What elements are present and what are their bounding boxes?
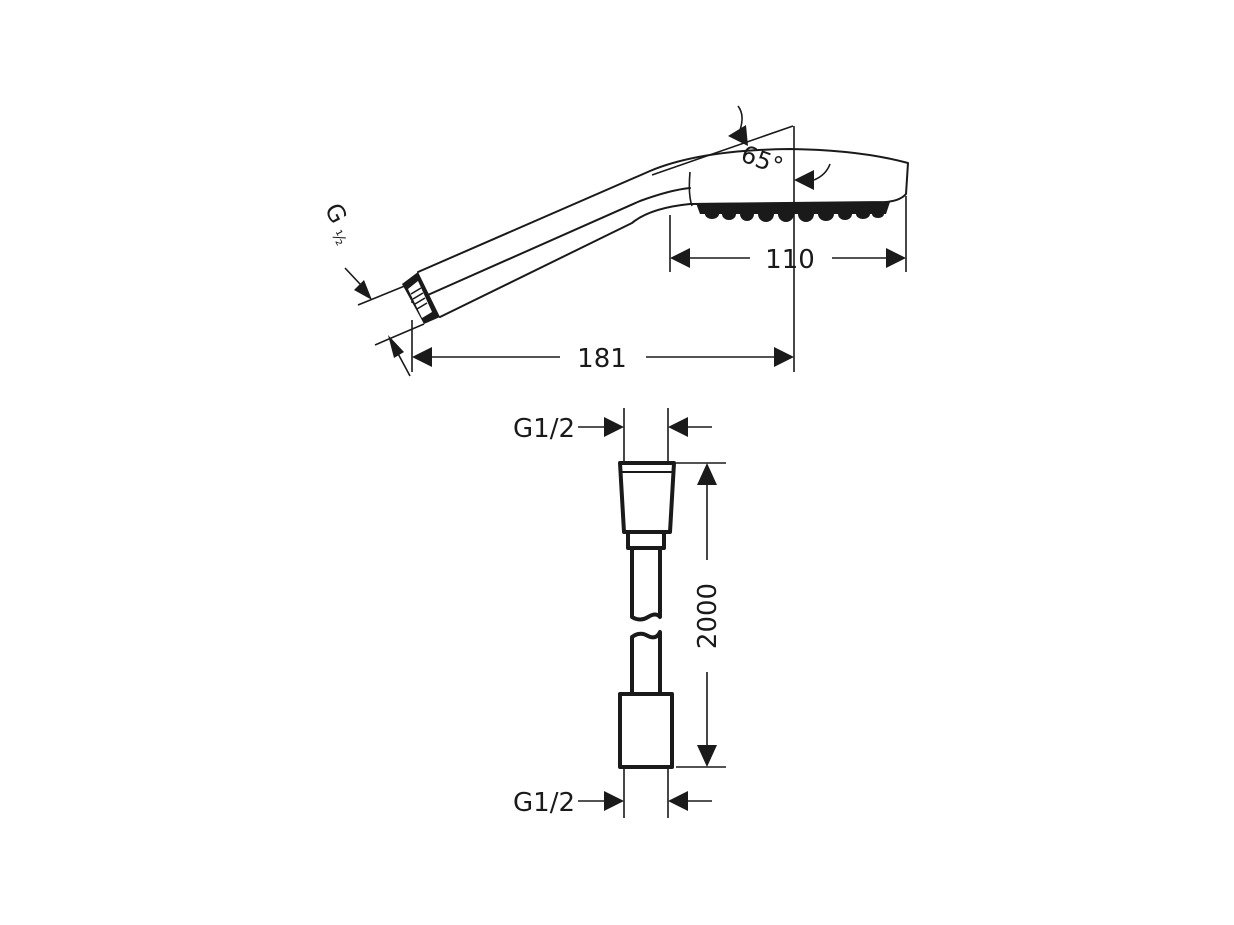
shower-hose: G1/2 G1/2 2000 [513, 408, 726, 818]
hose-top-thread-label: G1/2 [513, 414, 575, 444]
dim-110-label: 110 [765, 245, 815, 275]
dim-hose-top-thread: G1/2 [513, 408, 712, 463]
dim-angle-label: 65° [737, 140, 787, 181]
spray-nozzles [696, 202, 890, 222]
dim-110: 110 [670, 245, 906, 275]
hand-shower-outline [417, 148, 909, 318]
dim-181-label: 181 [577, 344, 627, 374]
hose-bottom-nut [618, 692, 674, 769]
hand-shower: 110 181 65° G ½ [319, 105, 909, 377]
hose-upper-segment [630, 548, 662, 622]
dim-hose-bottom-thread: G1/2 [513, 767, 712, 818]
thread-fraction-hand: ½ [327, 227, 350, 248]
hose-top-collar [626, 532, 666, 550]
angle-reference-line [651, 125, 794, 176]
thread-label-hand: G [319, 199, 352, 229]
thread-connector [402, 272, 440, 324]
hose-top-nut [618, 461, 676, 534]
dim-angle: 65° [728, 125, 831, 190]
hand-shower-inner-contour [411, 187, 691, 303]
dim-thread-hand: G ½ [319, 199, 404, 358]
dim-2000: 2000 [676, 462, 726, 768]
extension-lines [411, 105, 907, 372]
dim-2000-label: 2000 [693, 583, 723, 649]
hose-lower-segment [630, 630, 662, 694]
dim-181: 181 [412, 344, 794, 374]
hose-bottom-thread-label: G1/2 [513, 788, 575, 818]
